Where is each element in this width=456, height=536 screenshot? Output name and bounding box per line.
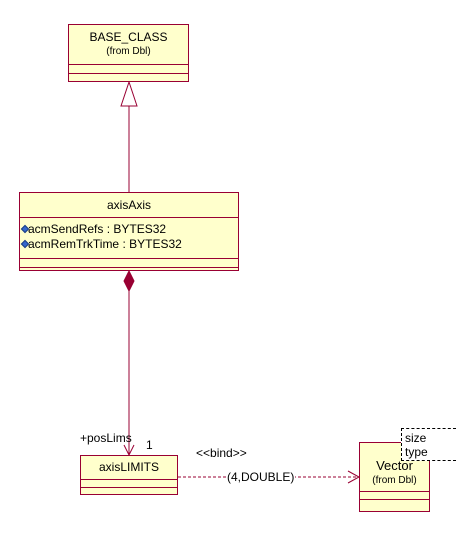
attribute-row: acmRemTrkTime : BYTES32 [20,237,238,252]
bind-stereotype-label: <<bind>> [196,446,247,460]
attribute-text: acmRemTrkTime : BYTES32 [28,237,182,251]
operation-compartment [69,73,188,74]
class-name: Vector [376,458,413,473]
composition-diamond [123,269,135,293]
operation-compartment [81,487,177,488]
attribute-text: acmSendRefs : BYTES32 [28,222,167,236]
class-axis-limits[interactable]: axisLIMITS [80,455,178,495]
bind-arguments-label: (4,DOUBLE) [226,470,296,484]
class-axis-axis[interactable]: axisAxis acmSendRefs : BYTES32 acmRemTrk… [19,192,239,271]
operation-compartment [20,258,238,267]
class-name: BASE_CLASS [89,30,168,44]
operation-compartment [360,499,429,500]
generalization-arrowhead [120,80,138,107]
attribute-compartment [69,64,188,73]
attribute-compartment [81,479,177,487]
multiplicity-label: 1 [146,438,153,452]
class-name: axisLIMITS [98,460,159,474]
attribute-compartment [360,491,429,499]
class-bottom-compartment [20,267,238,268]
attribute-compartment: acmSendRefs : BYTES32 acmRemTrkTime : BY… [20,217,238,258]
template-parameters: size type [401,428,456,461]
class-name: axisAxis [106,198,151,212]
template-param-size: size [405,431,427,445]
class-package: (from Dbl) [372,475,417,486]
attribute-row: acmSendRefs : BYTES32 [20,222,238,237]
template-param-type: type [405,445,428,459]
role-name-label: +posLims [80,431,132,445]
class-package: (from Dbl) [106,46,151,57]
class-base-class[interactable]: BASE_CLASS (from Dbl) [68,24,189,82]
